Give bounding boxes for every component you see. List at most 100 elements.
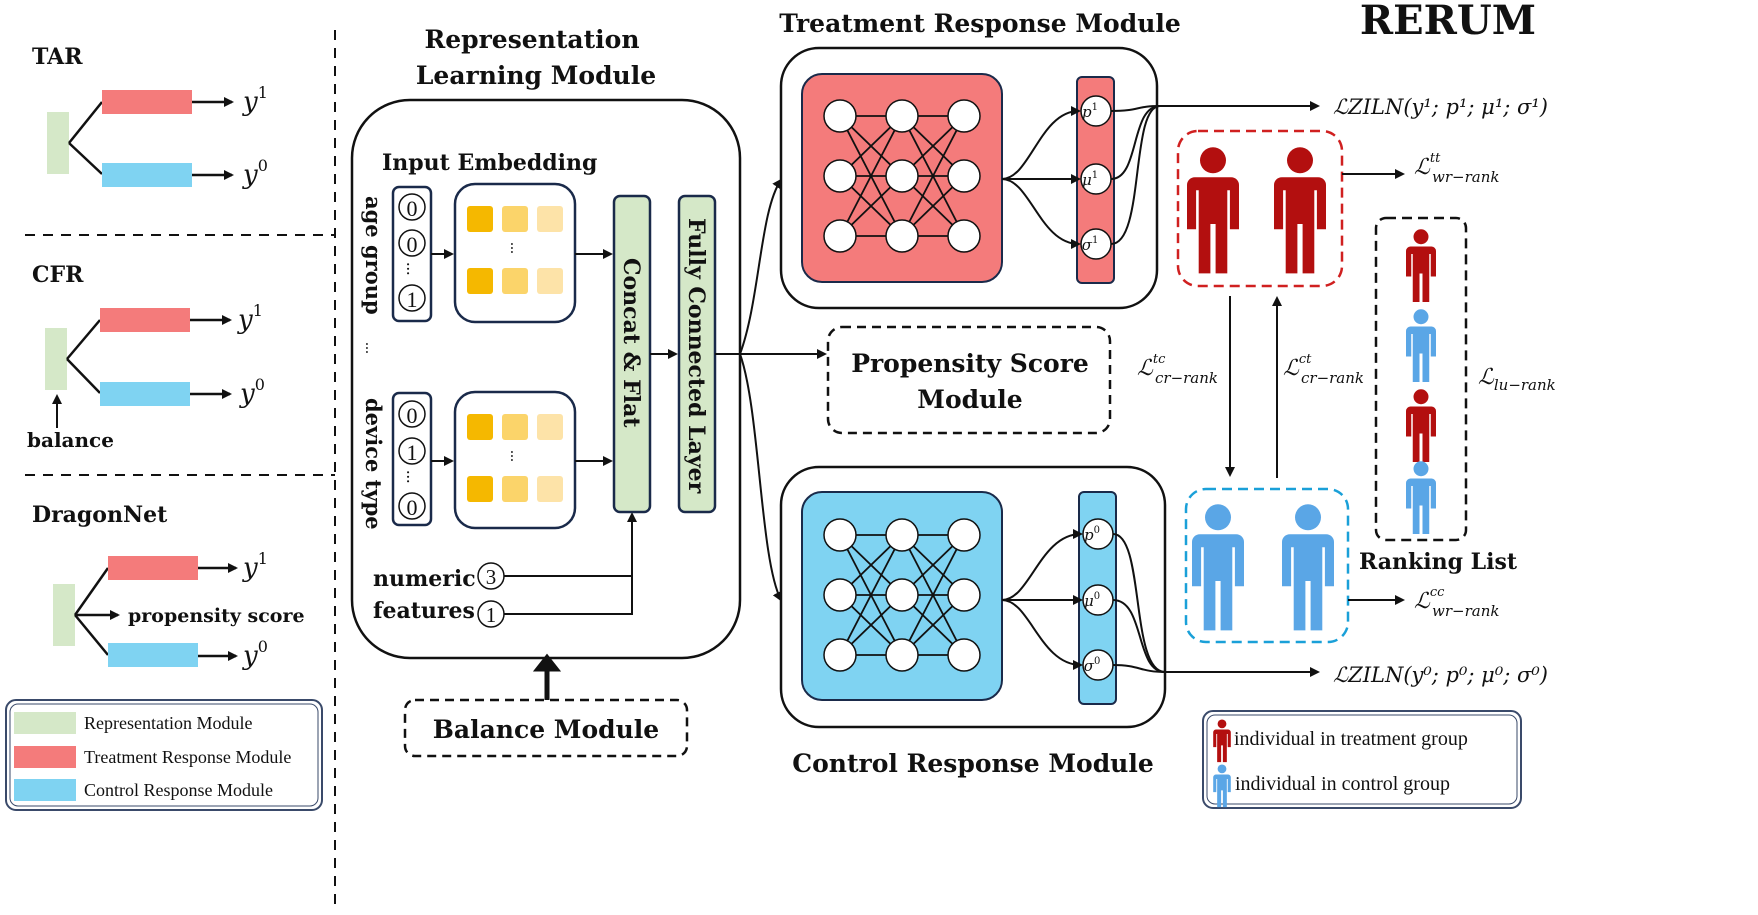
propensity-score-module: Propensity Score Module <box>826 325 1112 435</box>
person-legend: individual in treatment group individual… <box>1202 710 1522 809</box>
cr-tc-sub: cr−rank <box>1155 369 1218 387</box>
cr-ct-base: ℒ <box>1283 356 1300 381</box>
cfr-y0-sup: 0 <box>255 375 265 394</box>
tar-panel: TAR y 1 y0 <box>32 44 268 190</box>
tar-y1-sup: 1 <box>258 83 268 102</box>
balance-module-label: Balance Module <box>433 715 659 744</box>
lu-sub: lu−rank <box>1494 376 1556 394</box>
treatment-out-sigma-sup: 1 <box>1092 235 1098 246</box>
cfr-y0: y <box>239 379 255 409</box>
cr-tc-base: ℒ <box>1137 356 1154 381</box>
concat-flat-label: Concat & Flat <box>618 258 644 428</box>
treatment-out-sigma: σ <box>1082 236 1093 254</box>
svg-text:p1: p1 <box>1082 102 1098 121</box>
age-bit-2: 1 <box>407 287 418 312</box>
feature-ellipsis: ... <box>362 342 379 354</box>
age-bit-0: 0 <box>407 196 418 221</box>
control-person-2 <box>1282 504 1334 631</box>
balance-module: Balance Module <box>403 653 689 758</box>
lu-base: ℒ <box>1478 365 1495 390</box>
numeric-val-1: 1 <box>486 603 497 627</box>
control-ziln-loss: ℒZILN(y⁰; p⁰; μ⁰; σ⁰) <box>1333 663 1548 687</box>
svg-text:μ0: μ0 <box>1084 591 1100 610</box>
control-module-title: Control Response Module <box>792 749 1154 778</box>
control-person-1 <box>1192 504 1244 631</box>
ranking-person-4 <box>1406 461 1436 534</box>
fully-connected-label: Fully Connected Layer <box>683 218 709 494</box>
cfr-control-block <box>100 382 190 406</box>
wr-cc-base: ℒ <box>1414 589 1431 614</box>
age-bit-ellipsis: ... <box>403 262 423 276</box>
treatment-module-title: Treatment Response Module <box>779 9 1181 38</box>
cfr-label: CFR <box>32 262 84 288</box>
propensity-module-line1: Propensity Score <box>851 349 1089 378</box>
svg-text:y1: y1 <box>242 549 268 583</box>
legend-label-representation: Representation Module <box>84 713 252 733</box>
numeric-val-0: 3 <box>486 565 497 589</box>
control-group-box <box>1184 487 1350 644</box>
svg-text:y0: y0 <box>239 375 265 409</box>
dragonnet-y0: y <box>242 641 258 671</box>
cfr-panel: CFR y1 y0 balance <box>27 262 265 452</box>
age-bit-1: 0 <box>407 232 418 257</box>
treatment-out-p: p <box>1082 103 1092 121</box>
treatment-out-mu-sup: 1 <box>1092 170 1098 181</box>
feature-device-type-label: device type <box>361 398 386 530</box>
numeric-label-line2: features <box>373 598 475 624</box>
legend-swatch-representation <box>14 712 76 734</box>
legend-control-label: individual in control group <box>1235 773 1450 795</box>
svg-text:y0: y0 <box>242 637 268 671</box>
svg-text:y1: y1 <box>237 301 263 335</box>
svg-text:y0: y0 <box>242 156 268 190</box>
treatment-group-box <box>1176 129 1344 288</box>
tar-label: TAR <box>32 44 83 70</box>
cfr-y1: y <box>237 305 253 335</box>
legend-treatment-label: individual in treatment group <box>1234 728 1468 750</box>
control-out-sigma: σ <box>1084 657 1095 675</box>
cr-tc-sup: tc <box>1153 352 1166 367</box>
tar-y0-sup: 0 <box>258 156 268 175</box>
svg-text:p0: p0 <box>1084 525 1100 544</box>
control-out-p-sup: 0 <box>1094 525 1100 536</box>
cr-ct-sub: cr−rank <box>1301 369 1364 387</box>
device-bit-ellipsis: ... <box>403 470 423 484</box>
legend-swatch-control <box>14 779 76 801</box>
control-response-module: p0 μ0 σ0 ℒZILN(y⁰; p⁰; μ⁰; σ⁰) Control R… <box>779 465 1548 778</box>
cfr-treatment-block <box>100 308 190 332</box>
control-out-sigma-sup: 0 <box>1094 656 1100 667</box>
device-bit-2: 0 <box>407 495 418 520</box>
treatment-out-mu: μ <box>1082 171 1092 189</box>
tar-y0: y <box>242 160 258 190</box>
legend-label-treatment: Treatment Response Module <box>84 747 291 767</box>
dragonnet-panel: DragonNet y1 y0 propensity score <box>32 502 305 671</box>
svg-text:μ1: μ1 <box>1082 170 1098 189</box>
dragonnet-propensity-label: propensity score <box>128 605 305 627</box>
control-out-mu: μ <box>1084 592 1094 610</box>
representation-title-line1: Representation <box>424 25 639 54</box>
ranking-list-box <box>1374 216 1468 542</box>
svg-text:σ1: σ1 <box>1082 235 1099 254</box>
main-title: RERUM <box>1360 0 1536 44</box>
age-embed-ellipsis: ... <box>507 242 524 254</box>
cfr-y1-sup: 1 <box>253 301 263 320</box>
svg-text:ℒlu−rank: ℒlu−rank <box>1478 365 1556 394</box>
device-embed-ellipsis: ... <box>507 450 524 462</box>
ranking-person-3 <box>1406 389 1436 462</box>
representation-learning-module: Representation Learning Module Input Emb… <box>350 25 742 660</box>
tar-treatment-block <box>102 90 192 114</box>
dragonnet-y0-sup: 0 <box>258 637 268 656</box>
dragonnet-label: DragonNet <box>32 502 168 528</box>
wr-tt-sub: wr−rank <box>1432 168 1499 186</box>
treatment-out-p-sup: 1 <box>1092 102 1098 113</box>
dragonnet-rep-block <box>53 584 75 646</box>
wr-cc-sup: cc <box>1430 585 1445 600</box>
wr-cc-sub: wr−rank <box>1432 602 1499 620</box>
numeric-label-line1: numeric <box>373 566 476 592</box>
device-bit-1: 1 <box>407 440 418 465</box>
